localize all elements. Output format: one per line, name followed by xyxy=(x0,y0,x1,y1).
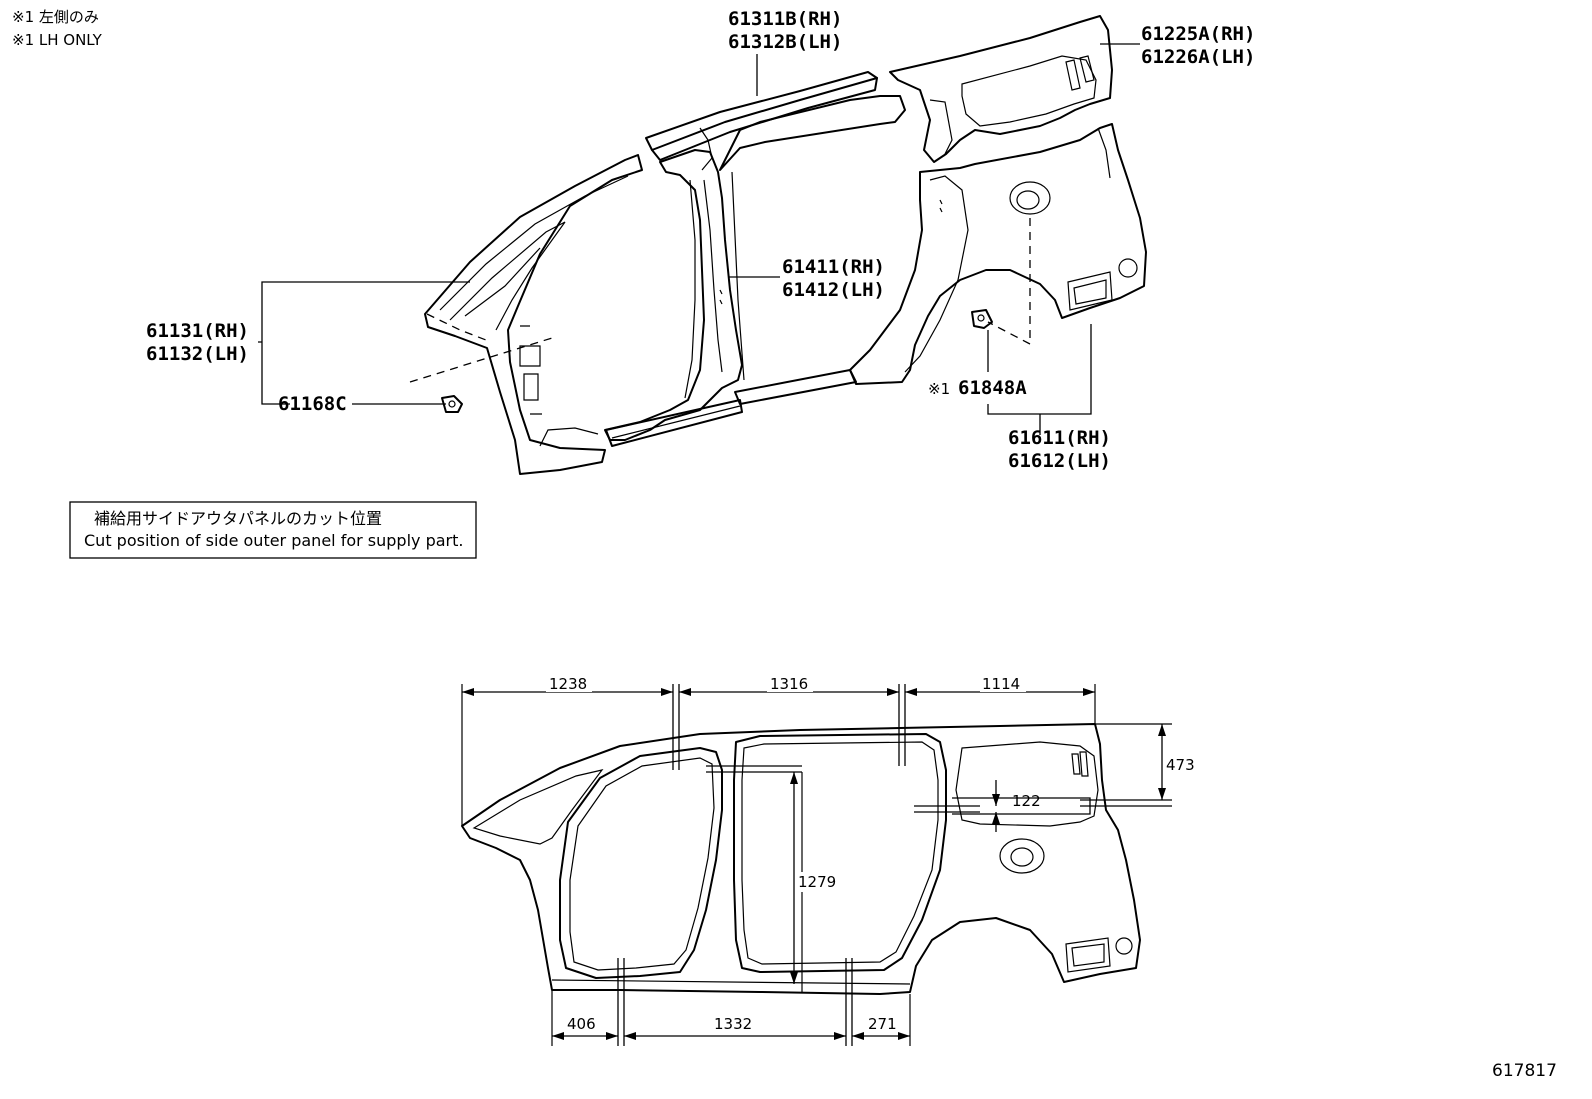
fuel-lid xyxy=(999,838,1045,874)
quarter-upper-drawing xyxy=(889,15,1113,163)
rear-quarter-window xyxy=(955,741,1099,827)
label-bracket-note-mark: ※1 xyxy=(928,380,950,398)
quarter-panel-drawing xyxy=(849,123,1147,385)
label-61411-rh: 61411(RH) xyxy=(782,256,885,278)
rear-door-opening xyxy=(733,733,947,973)
label-61848a: 61848A xyxy=(958,377,1027,399)
cut-line-c-pillar xyxy=(898,684,906,766)
rear-lamp-opening xyxy=(1065,937,1111,973)
dim-406: 406 xyxy=(567,1015,596,1033)
label-61612-lh: 61612(LH) xyxy=(1008,450,1111,472)
side-panel-outline xyxy=(461,723,1141,995)
cut-line-center-upper xyxy=(706,765,802,773)
caption-en: Cut position of side outer panel for sup… xyxy=(84,531,463,550)
dim-473: 473 xyxy=(1166,756,1195,774)
dim-1332: 1332 xyxy=(714,1015,752,1033)
dim-122: 122 xyxy=(1012,792,1041,810)
leader-front-pillar xyxy=(258,281,470,405)
label-61611-rh: 61611(RH) xyxy=(1008,427,1111,449)
dim-1316: 1316 xyxy=(770,675,808,693)
label-61168c: 61168C xyxy=(278,393,347,415)
leader-quarter-panel xyxy=(987,324,1092,435)
cut-position-caption: 補給用サイドアウタパネルのカット位置 Cut position of side … xyxy=(69,501,477,559)
center-pillar-drawing xyxy=(604,149,743,441)
exploded-view xyxy=(258,15,1147,475)
dim-1238: 1238 xyxy=(549,675,587,693)
label-61311b-rh: 61311B(RH) xyxy=(728,8,842,30)
label-61226a-lh: 61226A(LH) xyxy=(1141,46,1255,68)
note-lh-only-en: ※1 LH ONLY xyxy=(12,31,103,49)
front-quarter-window xyxy=(472,769,604,845)
cut-position-view: 1238 1316 1114 473 122 1279 406 1332 271 xyxy=(461,674,1195,1046)
cut-line-quarter xyxy=(914,805,980,813)
door-opening-frame-drawing xyxy=(719,95,906,381)
reference-number: 617817 xyxy=(1492,1061,1557,1081)
fuel-lid-guide-line xyxy=(987,218,1031,346)
label-61225a-rh: 61225A(RH) xyxy=(1141,23,1255,45)
dim-1279: 1279 xyxy=(798,873,836,891)
front-door-opening xyxy=(559,747,723,979)
front-pillar-cut-line xyxy=(409,337,553,383)
dimension-lines xyxy=(462,688,1166,1040)
cut-line-a-pillar xyxy=(672,684,680,770)
cut-line-quarter-rear xyxy=(1080,799,1172,807)
caption-box xyxy=(69,501,477,559)
rocker-sill-drawing xyxy=(605,369,857,447)
front-clip-drawing xyxy=(441,395,463,413)
caption-jp: 補給用サイドアウタパネルのカット位置 xyxy=(94,509,382,528)
dim-271: 271 xyxy=(868,1015,897,1033)
label-61412-lh: 61412(LH) xyxy=(782,279,885,301)
front-pillar-section-drawing xyxy=(424,154,643,475)
label-61132-lh: 61132(LH) xyxy=(146,343,249,365)
part-labels: 61311B(RH) 61312B(LH) 61225A(RH) 61226A(… xyxy=(146,8,1255,472)
note-lh-only-jp: ※1 左側のみ xyxy=(12,8,99,26)
bracket-drawing xyxy=(971,309,993,329)
cut-line-rear-rocker xyxy=(845,958,853,1046)
label-61131-rh: 61131(RH) xyxy=(146,320,249,342)
label-61312b-lh: 61312B(LH) xyxy=(728,31,842,53)
cut-line-front-rocker xyxy=(617,958,625,1046)
dim-1114: 1114 xyxy=(982,675,1020,693)
